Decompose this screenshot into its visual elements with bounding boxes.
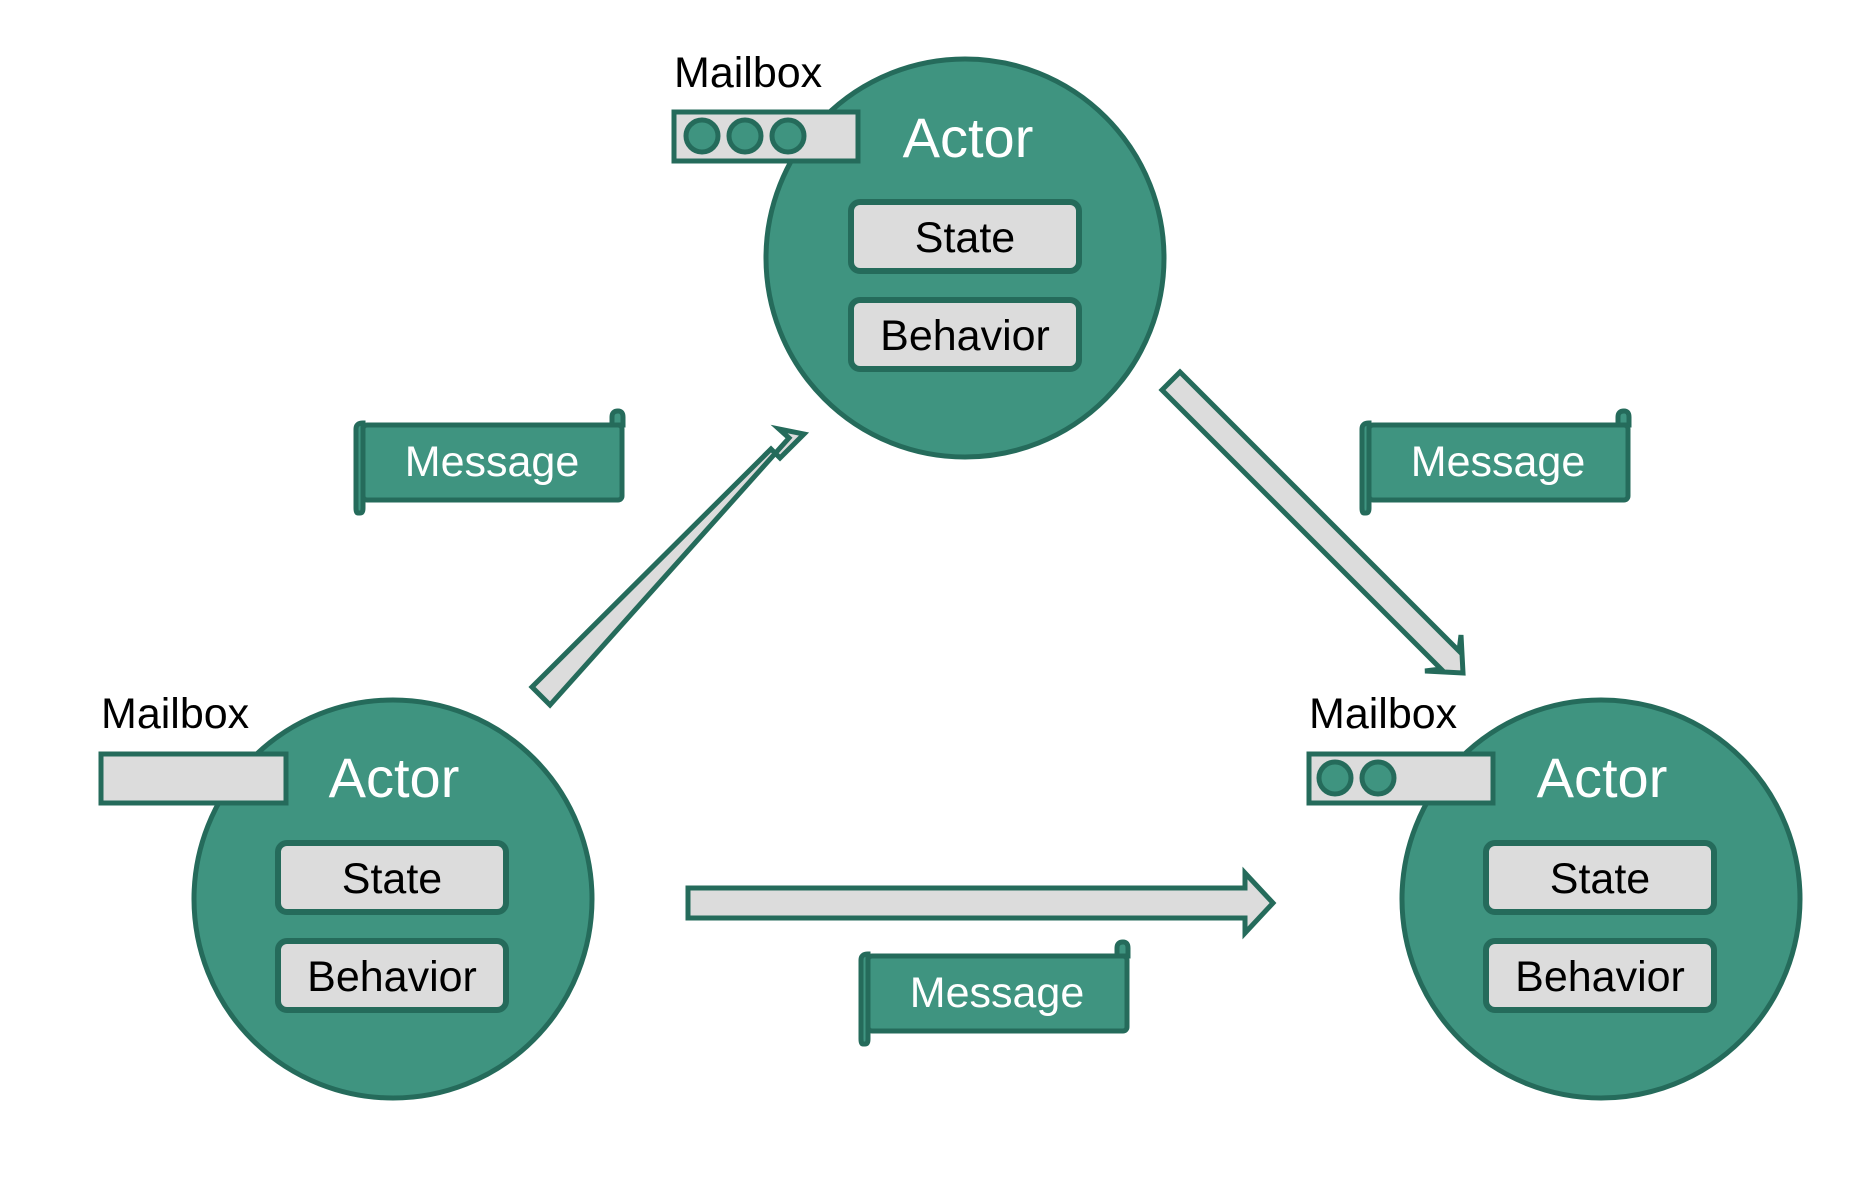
- state-label: State: [1550, 855, 1650, 903]
- mailbox-label: Mailbox: [1309, 690, 1458, 738]
- message-label: Message: [405, 438, 579, 486]
- mailbox-label: Mailbox: [674, 49, 823, 97]
- behavior-box: [1483, 938, 1717, 1013]
- message-scroll-left: Message: [353, 408, 626, 516]
- behavior-label: Behavior: [1515, 953, 1685, 1001]
- actor-bottom-right: Mailbox Actor State Behavior: [1306, 690, 1803, 1101]
- actor-top: Mailbox Actor State Behavior: [671, 49, 1167, 460]
- actor-title: Actor: [1537, 746, 1668, 809]
- mailbox-message-icon: [1359, 759, 1397, 797]
- state-box: [1483, 840, 1717, 915]
- actor-title: Actor: [903, 106, 1034, 169]
- behavior-label: Behavior: [880, 312, 1050, 360]
- mailbox-message-icon: [769, 117, 807, 155]
- state-label: State: [342, 855, 442, 903]
- state-box: [275, 840, 509, 915]
- behavior-label: Behavior: [307, 953, 477, 1001]
- actor-title: Actor: [329, 746, 460, 809]
- mailbox: [1306, 751, 1496, 806]
- arrow-top-to-bottom-right: [1158, 368, 1466, 676]
- behavior-box: [275, 938, 509, 1013]
- message-scroll-bottom: Message: [858, 939, 1131, 1047]
- behavior-box: [848, 297, 1082, 372]
- message-label: Message: [910, 969, 1084, 1017]
- mailbox-message-icon: [1316, 759, 1354, 797]
- mailbox-label: Mailbox: [101, 690, 250, 738]
- message-scroll-right: Message: [1359, 408, 1632, 516]
- actor-bottom-left: Mailbox Actor State Behavior: [98, 690, 595, 1101]
- state-label: State: [915, 214, 1015, 262]
- arrow-bottom-left-to-top: [528, 424, 810, 709]
- message-label: Message: [1411, 438, 1585, 486]
- mailbox-bar: [98, 751, 289, 806]
- mailbox: [671, 109, 861, 164]
- mailbox: [98, 751, 289, 806]
- mailbox-message-icon: [726, 117, 764, 155]
- mailbox-message-icon: [683, 117, 721, 155]
- state-box: [848, 199, 1082, 274]
- arrow-bottom-left-to-bottom-right: [685, 866, 1277, 940]
